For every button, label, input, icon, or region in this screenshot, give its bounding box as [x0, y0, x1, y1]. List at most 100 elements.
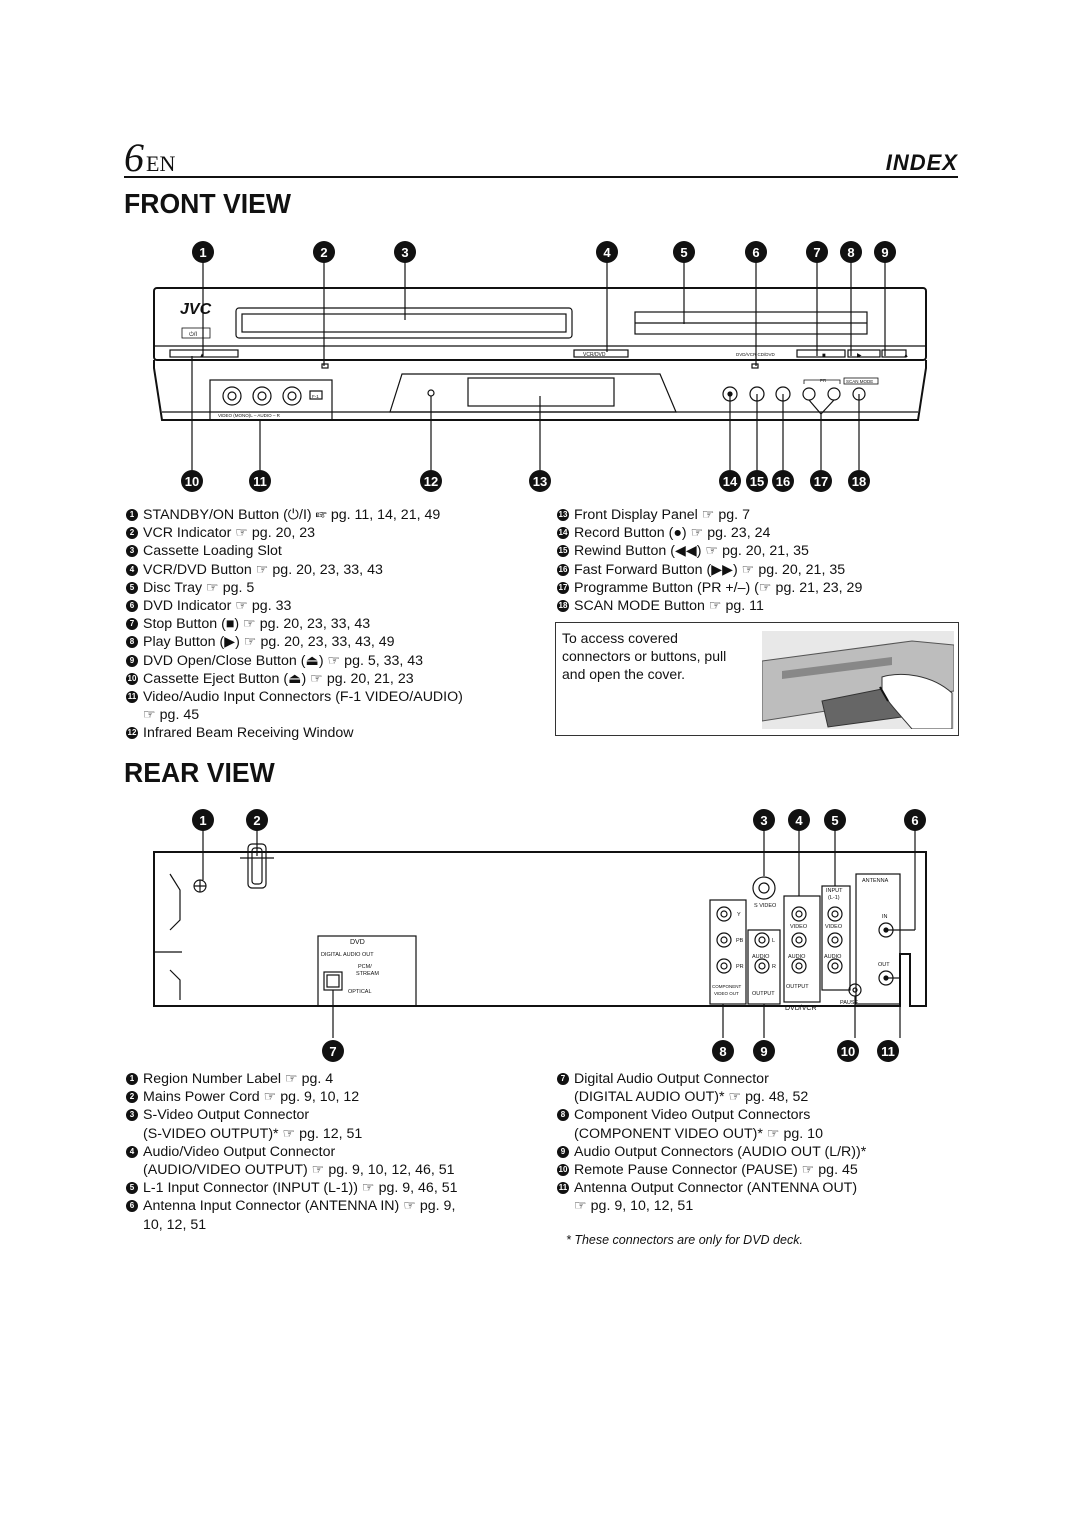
front-callout-11: 11 — [249, 470, 271, 492]
front-callout-8: 8 — [840, 241, 862, 263]
output-label: OUTPUT — [786, 984, 809, 990]
pr-label: PR — [820, 378, 827, 383]
footnote: * These connectors are only for DVD deck… — [566, 1233, 803, 1247]
s-video-label: S VIDEO — [754, 903, 777, 909]
list-item-continuation: (S-VIDEO OUTPUT)* ☞ pg. 12, 51 — [143, 1125, 363, 1142]
av-input-label: VIDEO (MONO)L – AUDIO – R — [218, 413, 281, 418]
l1-label: (L-1) — [828, 895, 840, 901]
list-item-continuation: (DIGITAL AUDIO OUT)* ☞ pg. 48, 52 — [574, 1089, 809, 1106]
note-text: To access covered connectors or buttons,… — [562, 630, 727, 682]
pause-label: PAUSE — [840, 1000, 859, 1006]
rear-callout-10: 10 — [837, 1040, 859, 1062]
front-callout-12: 12 — [420, 470, 442, 492]
audio-label-out: AUDIO — [788, 954, 806, 960]
front-callout-18: 18 — [848, 470, 870, 492]
rear-callout-4: 4 — [788, 809, 810, 831]
section-title-index: INDEX — [885, 150, 958, 175]
audio-label: AUDIO — [752, 954, 770, 960]
page-number: 6EN — [124, 135, 176, 180]
rear-view-title: REAR VIEW — [124, 757, 275, 788]
scan-mode-label: SCAN MODE — [846, 379, 873, 384]
r-label: R — [772, 964, 776, 970]
antenna-in-label: IN — [882, 914, 888, 920]
dvd-vcr-cd-label: DVD/VCR CD/DVD — [736, 352, 776, 357]
l-label: L — [772, 938, 775, 944]
f1-label: F-1 — [312, 394, 319, 399]
rear-callout-9: 9 — [753, 1040, 775, 1062]
header-rule — [124, 176, 958, 178]
front-callout-4: 4 — [596, 241, 618, 263]
front-callout-5: 5 — [673, 241, 695, 263]
rear-callout-5: 5 — [824, 809, 846, 831]
front-callout-17: 17 — [810, 470, 832, 492]
jvc-logo: JVC — [180, 301, 212, 318]
pcm-label: PCM/ — [358, 964, 372, 970]
component-label: COMPONENT — [712, 984, 742, 989]
list-item-continuation: (COMPONENT VIDEO OUT)* ☞ pg. 10 — [574, 1125, 823, 1142]
list-item-continuation: 10, 12, 51 — [143, 1216, 207, 1233]
output-label-dvd: OUTPUT — [752, 991, 775, 997]
standby-label: ⏻/I — [189, 331, 197, 338]
y-label: Y — [737, 912, 741, 918]
pr-label: PR — [736, 964, 744, 970]
vcr-dvd-label: VCR/DVD — [583, 352, 606, 358]
front-callout-2: 2 — [313, 241, 335, 263]
pb-label: PB — [736, 938, 744, 944]
front-callout-7: 7 — [806, 241, 828, 263]
front-callout-15: 15 — [746, 470, 768, 492]
front-callout-6: 6 — [745, 241, 767, 263]
list-item-continuation: ☞ pg. 45 — [143, 707, 200, 724]
video-out-label: VIDEO OUT — [714, 991, 739, 996]
front-callout-16: 16 — [772, 470, 794, 492]
front-view-diagram: JVC ⏻/I VCR/DVD DVD/VCR CD/DVD PR SCAN M… — [153, 262, 927, 470]
dvd-eject-glyph: ▲ — [903, 353, 909, 359]
dvd-label: DVD — [350, 939, 365, 946]
front-callout-3: 3 — [394, 241, 416, 263]
cassette-eject-glyph: ▲ — [199, 353, 205, 359]
rear-callout-7: 7 — [322, 1040, 344, 1062]
antenna-label: ANTENNA — [862, 878, 889, 884]
audio-label-in: AUDIO — [824, 954, 842, 960]
front-view-title: FRONT VIEW — [124, 188, 291, 219]
front-callout-14: 14 — [719, 470, 741, 492]
rear-view-diagram: DVD DIGITAL AUDIO OUT PCM/ STREAM OPTICA… — [153, 830, 927, 1038]
video-label-out: VIDEO — [790, 924, 808, 930]
stop-glyph: ■ — [822, 353, 826, 359]
input-label: INPUT — [826, 888, 843, 894]
rear-callout-1: 1 — [192, 809, 214, 831]
front-callout-1: 1 — [192, 241, 214, 263]
dvd-vcr-label: DVD/VCR — [785, 1005, 817, 1012]
rear-callout-6: 6 — [904, 809, 926, 831]
front-callout-13: 13 — [529, 470, 551, 492]
stream-label: STREAM — [356, 971, 379, 977]
optical-label: OPTICAL — [348, 989, 372, 995]
antenna-out-label: OUT — [878, 962, 890, 968]
play-glyph: ▶ — [857, 353, 862, 359]
